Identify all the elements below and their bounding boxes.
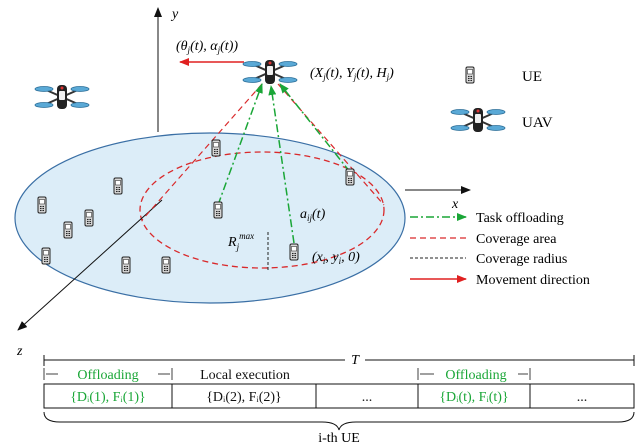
ground-area xyxy=(14,132,406,304)
segment-2-top: Local execution xyxy=(200,368,290,383)
timeline-row-label: i-th UE xyxy=(318,431,360,446)
segment-4-top: Offloading xyxy=(445,368,506,383)
ue-icon xyxy=(345,168,355,186)
ue-icon xyxy=(161,256,171,274)
ue-icon xyxy=(113,177,123,195)
uav-position-label: (Xj(t), Yj(t), Hj) xyxy=(310,66,394,82)
uav-icon xyxy=(242,59,298,85)
ue-icon xyxy=(84,209,94,227)
segment-1-data: {Dᵢ(1), Fᵢ(1)} xyxy=(70,390,146,405)
z-axis-label: z xyxy=(16,344,23,359)
ue-icon xyxy=(37,196,47,214)
offload-arrow-3 xyxy=(279,83,351,173)
uav-cone-right xyxy=(277,83,385,206)
ue-brace xyxy=(43,411,635,431)
legend-label-coverage-area: Coverage area xyxy=(476,232,557,247)
x-axis-label: x xyxy=(451,197,459,212)
legend-label-movement-direction: Movement direction xyxy=(476,273,590,288)
segment-3-data: ... xyxy=(362,390,373,405)
offload-arrow-2 xyxy=(268,85,295,244)
segment-2-data: {Dᵢ(2), Fᵢ(2)} xyxy=(206,390,282,405)
ue-icon xyxy=(63,221,73,239)
ue-icon xyxy=(213,201,223,219)
timeline-total-label: T xyxy=(351,353,360,368)
uav-icon xyxy=(34,84,90,110)
legend-label-task-offloading: Task offloading xyxy=(476,211,564,226)
ue-key-icon xyxy=(465,66,475,84)
ue-icon xyxy=(121,256,131,274)
direction-label: (θj(t), αj(t)) xyxy=(176,39,238,55)
ue-icon xyxy=(211,139,221,157)
timeline-boxes xyxy=(43,383,635,409)
offload-arrow-1 xyxy=(217,83,263,206)
uav-key-label: UAV xyxy=(522,115,553,131)
segment-4-data: {Dᵢ(t), Fᵢ(t)} xyxy=(439,390,508,405)
uav-cone-left xyxy=(141,83,263,221)
y-axis-label: y xyxy=(170,7,179,22)
distance-label: aij(t) xyxy=(300,207,326,223)
legend-label-coverage-radius: Coverage radius xyxy=(476,252,567,267)
timeline: T Offloading Local execution Offloading … xyxy=(43,353,635,446)
ue-icon xyxy=(289,243,299,261)
legend: Task offloading Coverage area Coverage r… xyxy=(410,211,590,288)
coverage-area xyxy=(139,151,385,269)
z-axis xyxy=(17,199,163,331)
segment-1-top: Offloading xyxy=(77,368,138,383)
ue-icon xyxy=(41,247,51,265)
ue-key-label: UE xyxy=(522,69,542,85)
segment-5-data: ... xyxy=(577,390,588,405)
ue-position-label: (xi, yi, 0) xyxy=(312,250,360,266)
uav-key-icon xyxy=(450,107,506,133)
